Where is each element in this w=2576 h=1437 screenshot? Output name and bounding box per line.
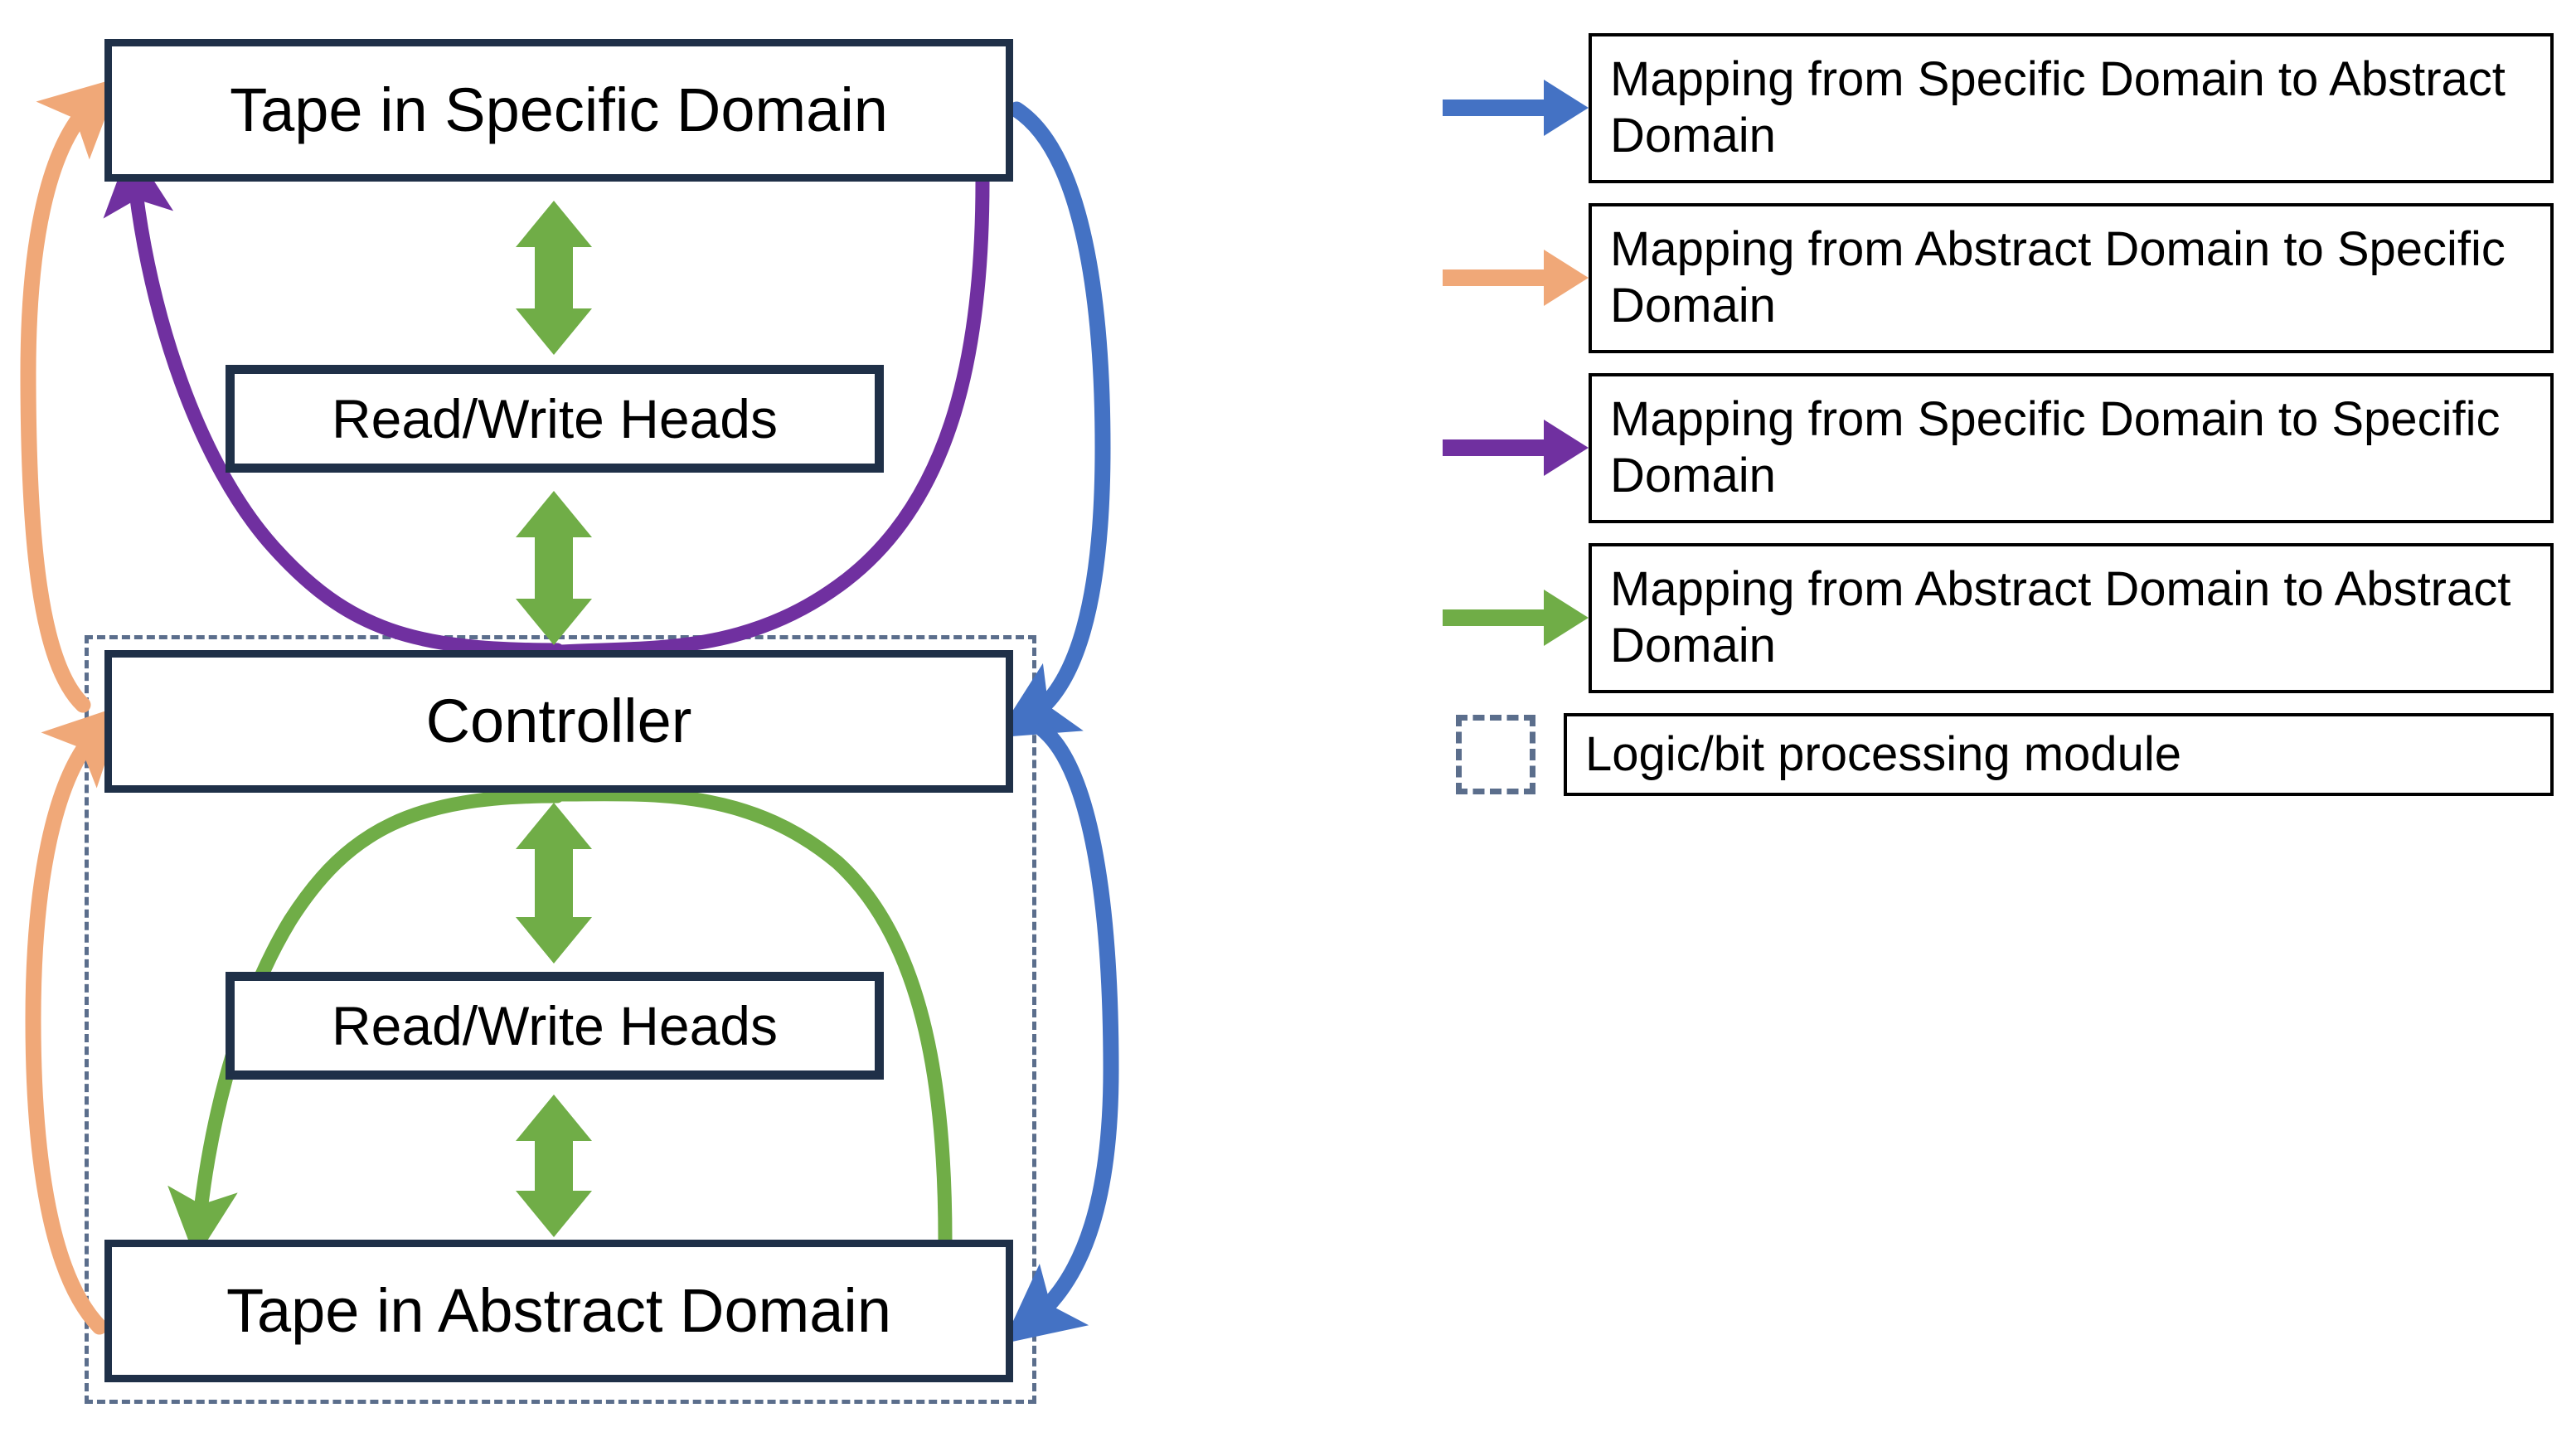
node-label-read-write-heads-top: Read/Write Heads (331, 388, 779, 449)
legend-item: Mapping from Specific Domain to Abstract… (1443, 33, 2554, 183)
bidirectional-arrow-rw-top-controller (516, 491, 592, 645)
node-label-tape-in-specific-domain: Tape in Specific Domain (230, 75, 888, 144)
legend: Mapping from Specific Domain to Abstract… (1443, 33, 2554, 816)
legend-label-specific-to-abstract: Mapping from Specific Domain to Abstract… (1589, 33, 2554, 183)
node-tape-in-abstract-domain[interactable]: Tape in Abstract Domain (104, 1240, 1013, 1382)
node-label-controller: Controller (425, 687, 692, 755)
connector-tape-specific-to-controller-blue (995, 101, 1111, 738)
legend-label-abstract-to-specific: Mapping from Abstract Domain to Specific… (1589, 202, 2554, 353)
legend-item: Mapping from Specific Domain to Specific… (1443, 372, 2554, 523)
connector-to-tape-specific-orange (20, 77, 121, 713)
orange-arrow-icon (1443, 250, 1589, 307)
green-arrow-icon (1443, 590, 1589, 647)
node-tape-in-specific-domain[interactable]: Tape in Specific Domain (104, 39, 1013, 182)
node-read-write-heads-top[interactable]: Read/Write Heads (226, 365, 884, 473)
legend-label-abstract-to-abstract: Mapping from Abstract Domain to Abstract… (1589, 542, 2554, 693)
connector-to-tape-abstract-blue (1002, 721, 1119, 1344)
blue-arrow-icon (1443, 80, 1589, 137)
node-label-tape-in-abstract-domain: Tape in Abstract Domain (226, 1276, 892, 1345)
node-read-write-heads-bottom[interactable]: Read/Write Heads (226, 972, 884, 1080)
purple-arrow-icon (1443, 420, 1589, 477)
legend-label-logic-bit-processing-module: Logic/bit processing module (1564, 712, 2554, 796)
legend-item: Mapping from Abstract Domain to Specific… (1443, 202, 2554, 353)
bidirectional-arrow-tape-specific-rw-top (516, 201, 592, 355)
dashed-square-icon (1443, 714, 1564, 794)
legend-item: Mapping from Abstract Domain to Abstract… (1443, 542, 2554, 693)
legend-label-specific-to-specific: Mapping from Specific Domain to Specific… (1589, 372, 2554, 523)
node-controller[interactable]: Controller (104, 650, 1013, 793)
legend-item: Logic/bit processing module (1443, 712, 2554, 796)
node-label-read-write-heads-bottom: Read/Write Heads (331, 995, 779, 1056)
